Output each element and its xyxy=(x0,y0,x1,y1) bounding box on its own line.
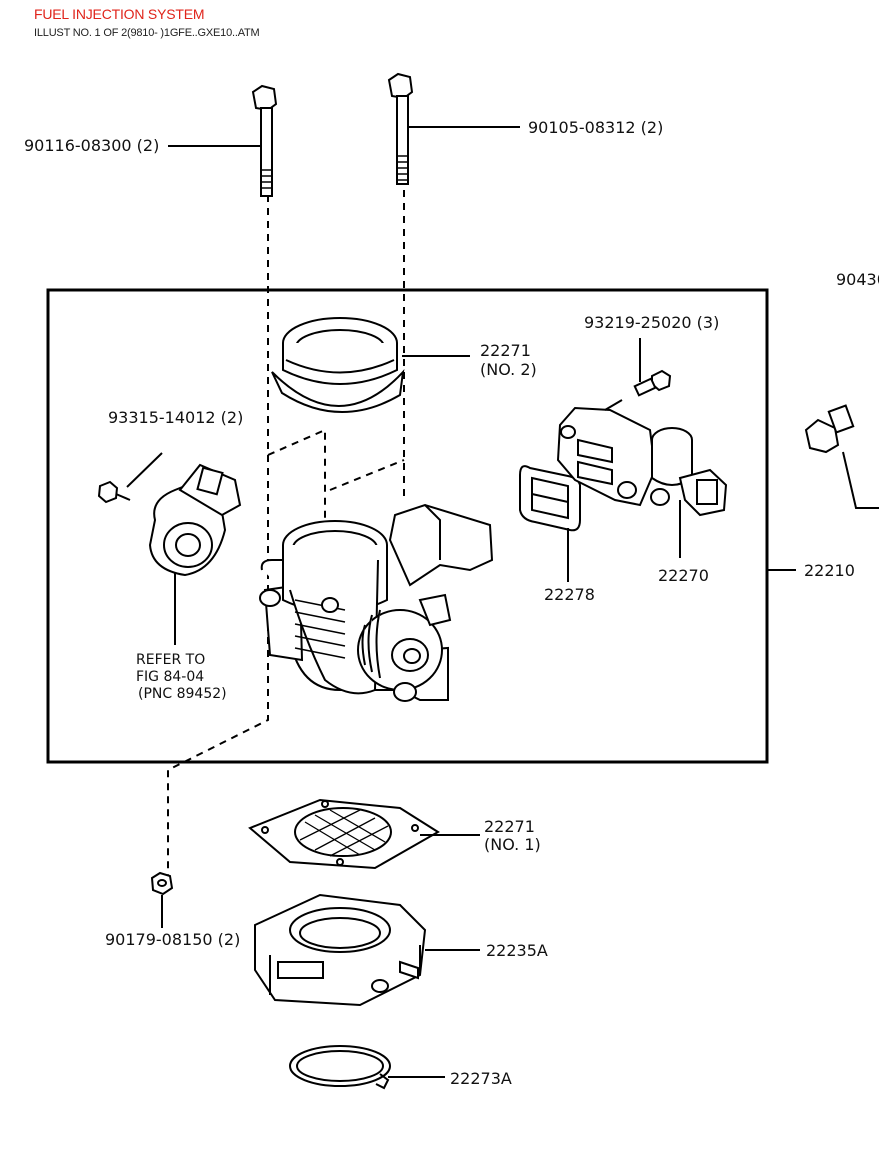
label-gasket-no1-sub: (NO. 1) xyxy=(484,835,541,854)
label-gasket-idle: 22278 xyxy=(544,585,595,604)
gasket-no1 xyxy=(248,798,440,870)
label-ring: 22273A xyxy=(450,1069,512,1088)
label-screw-idle: 93219-25020 (3) xyxy=(584,313,719,332)
label-nut: 90179-08150 (2) xyxy=(105,930,240,949)
label-gasket-no2-sub: (NO. 2) xyxy=(480,360,537,379)
label-bolt-left: 90116-08300 (2) xyxy=(24,136,159,155)
spacer xyxy=(254,893,427,1007)
label-idle-valve: 22270 xyxy=(658,566,709,585)
illustration-number: ILLUST NO. 1 OF 2(9810- )1GFE..GXE10..AT… xyxy=(34,27,260,39)
page-title: FUEL INJECTION SYSTEM xyxy=(34,6,205,22)
label-refer-2: FIG 84-04 xyxy=(136,669,204,685)
assembly-frame xyxy=(46,288,769,764)
label-refer-3: (PNC 89452) xyxy=(138,686,227,702)
idle-air-control-valve xyxy=(556,399,728,517)
gasket-no2 xyxy=(271,317,405,413)
bolt-left xyxy=(251,84,278,197)
leader-lines xyxy=(126,126,879,1078)
o-ring xyxy=(289,1045,391,1090)
label-gasket-no2: 22271 xyxy=(480,341,531,360)
bolt-right xyxy=(387,72,414,185)
idle-control-screw xyxy=(633,369,672,397)
label-screw-sensor: 93315-14012 (2) xyxy=(108,408,243,427)
nut xyxy=(150,871,174,896)
label-gasket-no1: 22271 xyxy=(484,817,535,836)
label-throttle-assy: 22210 xyxy=(804,561,855,580)
label-refer-1: REFER TO xyxy=(136,652,205,668)
label-bolt-right: 90105-08312 (2) xyxy=(528,118,663,137)
throttle-body xyxy=(259,503,494,702)
label-spacer: 22235A xyxy=(486,941,548,960)
throttle-position-sensor xyxy=(97,463,242,577)
label-edge-part: 90430 xyxy=(836,270,879,289)
edge-bolt xyxy=(804,404,855,454)
